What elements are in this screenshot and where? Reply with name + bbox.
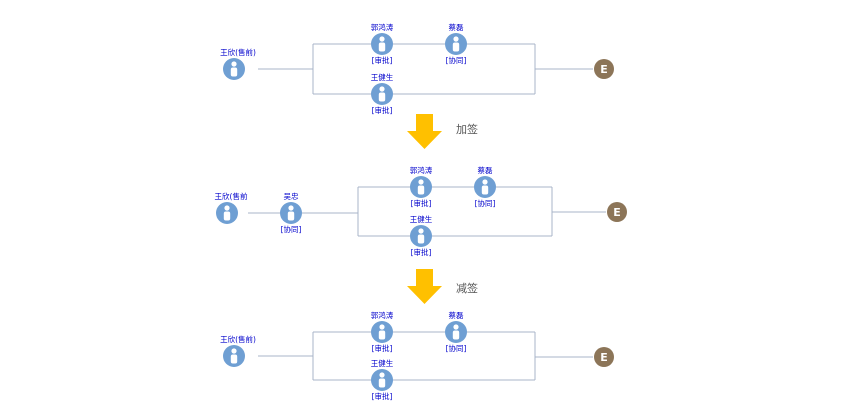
person-body xyxy=(287,211,295,221)
node-cai[interactable]: 蔡磊 [协同] xyxy=(445,22,467,65)
node-name: 王欣(售前) xyxy=(220,334,256,344)
person-head xyxy=(379,324,385,330)
arrow-down-icon xyxy=(407,269,442,304)
node-name: 蔡磊 xyxy=(449,22,464,32)
person-head xyxy=(418,179,424,185)
node-guo[interactable]: 郭鸿涛 [审批] xyxy=(371,310,394,353)
node-name: 郭鸿涛 xyxy=(371,22,394,32)
person-body xyxy=(378,92,386,102)
end-node[interactable]: E xyxy=(594,347,614,367)
operation-label: 减签 xyxy=(456,281,478,295)
person-head xyxy=(453,324,459,330)
node-role: [审批] xyxy=(372,105,393,115)
end-circle xyxy=(607,202,627,222)
end-label: E xyxy=(600,63,608,76)
end-node[interactable]: E xyxy=(607,202,627,222)
person-head xyxy=(379,372,385,378)
person-body xyxy=(223,211,231,221)
node-wang[interactable]: 王健生 [审批] xyxy=(371,72,394,115)
node-name: 吴忠 xyxy=(284,192,299,201)
node-role: [协同] xyxy=(475,198,496,208)
node-role: [协同] xyxy=(281,224,302,234)
node-role: [审批] xyxy=(372,391,393,401)
node-cai[interactable]: 蔡磊 [协同] xyxy=(474,165,496,208)
node-name: 王健生 xyxy=(371,358,394,368)
person-body xyxy=(417,185,425,195)
flow-added: 王欣(售前 吴忠 [协同] 郭鸿涛 [审批] 蔡磊 [协同] xyxy=(215,165,627,257)
node-role: [协同] xyxy=(446,343,467,353)
person-body xyxy=(452,42,460,52)
person-head xyxy=(379,36,385,42)
node-wang[interactable]: 王健生 [审批] xyxy=(410,214,433,257)
end-label: E xyxy=(600,351,608,364)
person-body xyxy=(481,185,489,195)
node-wangxin[interactable]: 王欣(售前) xyxy=(220,47,256,80)
end-node[interactable]: E xyxy=(594,59,614,79)
person-head xyxy=(379,86,385,92)
node-wangxin[interactable]: 王欣(售前 xyxy=(215,191,248,224)
node-name: 郭鸿涛 xyxy=(410,165,433,175)
person-body xyxy=(452,330,460,340)
node-name: 王欣(售前 xyxy=(215,191,248,201)
operation-add-sign: 加签 xyxy=(407,114,478,149)
node-name: 蔡磊 xyxy=(478,165,493,175)
person-body xyxy=(378,42,386,52)
node-role: [审批] xyxy=(411,198,432,208)
flow-original: 王欣(售前) 郭鸿涛 [审批] 蔡磊 [协同] 王健生 [审批] xyxy=(220,22,614,115)
person-head xyxy=(224,205,230,211)
node-role: [审批] xyxy=(411,247,432,257)
operation-label: 加签 xyxy=(456,122,478,136)
node-guo[interactable]: 郭鸿涛 [审批] xyxy=(410,165,433,208)
node-name: 王欣(售前) xyxy=(220,47,256,57)
node-role: [审批] xyxy=(372,55,393,65)
node-wang[interactable]: 王健生 [审批] xyxy=(371,358,394,401)
flow-removed: 王欣(售前) 郭鸿涛 [审批] 蔡磊 [协同] 王健生 [审批] xyxy=(220,310,614,401)
node-wu[interactable]: 吴忠 [协同] xyxy=(280,192,302,234)
node-name: 蔡磊 xyxy=(449,310,464,320)
node-wangxin[interactable]: 王欣(售前) xyxy=(220,334,256,367)
arrow-down-icon xyxy=(407,114,442,149)
end-label: E xyxy=(613,206,621,219)
node-guo[interactable]: 郭鸿涛 [审批] xyxy=(371,22,394,65)
person-body xyxy=(417,234,425,244)
person-head xyxy=(453,36,459,42)
person-head xyxy=(288,205,294,211)
person-body xyxy=(230,67,238,77)
end-circle xyxy=(594,59,614,79)
node-role: [协同] xyxy=(446,55,467,65)
person-head xyxy=(231,61,237,67)
person-body xyxy=(378,378,386,388)
end-circle xyxy=(594,347,614,367)
person-body xyxy=(230,354,238,364)
node-name: 王健生 xyxy=(410,214,433,224)
operation-remove-sign: 减签 xyxy=(407,269,478,304)
node-name: 郭鸿涛 xyxy=(371,310,394,320)
person-body xyxy=(378,330,386,340)
node-name: 王健生 xyxy=(371,72,394,82)
person-head xyxy=(418,228,424,234)
person-head xyxy=(482,179,488,185)
node-role: [审批] xyxy=(372,343,393,353)
node-cai[interactable]: 蔡磊 [协同] xyxy=(445,310,467,353)
person-head xyxy=(231,348,237,354)
